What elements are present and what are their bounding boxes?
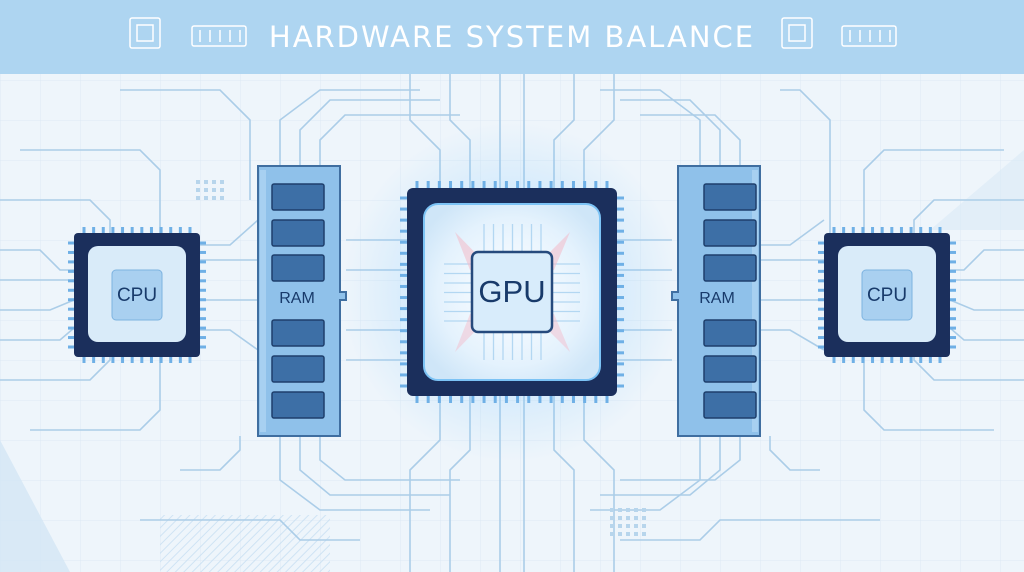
gpu-chip bbox=[342, 122, 682, 462]
cpu-chip-right bbox=[818, 227, 956, 363]
gpu-label: GPU bbox=[478, 274, 546, 309]
ram-module-left bbox=[257, 165, 347, 437]
banner-ram-icon-right bbox=[841, 25, 897, 47]
decor-triangle-left bbox=[0, 440, 70, 572]
page-title: HARDWARE SYSTEM BALANCE bbox=[268, 20, 756, 54]
decor-triangle-right bbox=[930, 150, 1024, 230]
ram-label-right: RAM bbox=[699, 290, 735, 307]
decor-dots bbox=[196, 180, 646, 536]
cpu-chip-left bbox=[68, 227, 206, 363]
banner-ram-icon-left bbox=[191, 25, 247, 47]
banner-chip-icon-right bbox=[781, 17, 813, 49]
header-banner bbox=[0, 0, 1024, 74]
cpu-label-left: CPU bbox=[116, 285, 158, 306]
decor-hatch bbox=[160, 515, 330, 572]
banner-chip-icon-left bbox=[129, 17, 161, 49]
cpu-label-right: CPU bbox=[866, 285, 908, 306]
ram-label-left: RAM bbox=[279, 290, 315, 307]
